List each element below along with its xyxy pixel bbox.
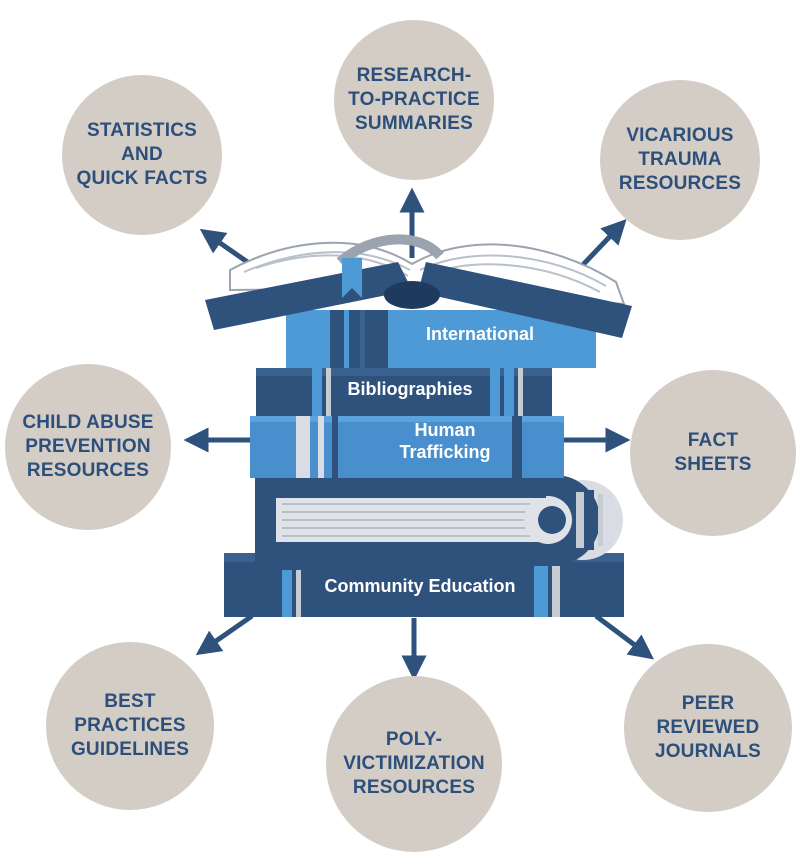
child-abuse-prevention-label: CHILD ABUSE PREVENTION RESOURCES <box>22 411 154 482</box>
book-label-international: International <box>425 324 534 344</box>
rolled-book-icon <box>255 475 623 566</box>
bookmark-icon <box>342 258 362 298</box>
poly-victimization-label: POLY- VICTIMIZATION RESOURCES <box>343 728 485 799</box>
open-book-icon <box>205 234 632 338</box>
book-bibliographies <box>256 368 552 416</box>
fact-sheets-label: FACT SHEETS <box>674 429 752 475</box>
circle-research-to-practice: RESEARCH- TO-PRACTICE SUMMARIES <box>334 20 494 180</box>
book-human-trafficking <box>250 416 564 478</box>
book-label-bibliographies: Bibliographies <box>347 379 473 399</box>
vicarious-trauma-label: VICARIOUS TRAUMA RESOURCES <box>618 124 742 195</box>
arrow-icon <box>594 614 654 660</box>
circle-poly-victimization: POLY- VICTIMIZATION RESOURCES <box>326 676 502 852</box>
circle-fact-sheets: FACT SHEETS <box>630 370 796 536</box>
book-label-community-education: Community Education <box>324 576 516 596</box>
circle-vicarious-trauma: VICARIOUS TRAUMA RESOURCES <box>600 80 760 240</box>
circle-best-practices: BEST PRACTICES GUIDELINES <box>46 642 214 810</box>
circle-peer-reviewed: PEER REVIEWED JOURNALS <box>624 644 792 812</box>
best-practices-label: BEST PRACTICES GUIDELINES <box>70 690 190 761</box>
arrow-icon <box>195 613 254 656</box>
arrow-icon <box>576 218 627 272</box>
statistics-label: STATISTICS AND QUICK FACTS <box>76 119 208 190</box>
circle-child-abuse-prevention: CHILD ABUSE PREVENTION RESOURCES <box>5 364 171 530</box>
peer-reviewed-label: PEER REVIEWED JOURNALS <box>654 692 762 763</box>
book-label-human-trafficking: Human Trafficking <box>399 420 491 462</box>
research-to-practice-label: RESEARCH- TO-PRACTICE SUMMARIES <box>348 64 480 135</box>
circle-statistics: STATISTICS AND QUICK FACTS <box>62 75 222 235</box>
